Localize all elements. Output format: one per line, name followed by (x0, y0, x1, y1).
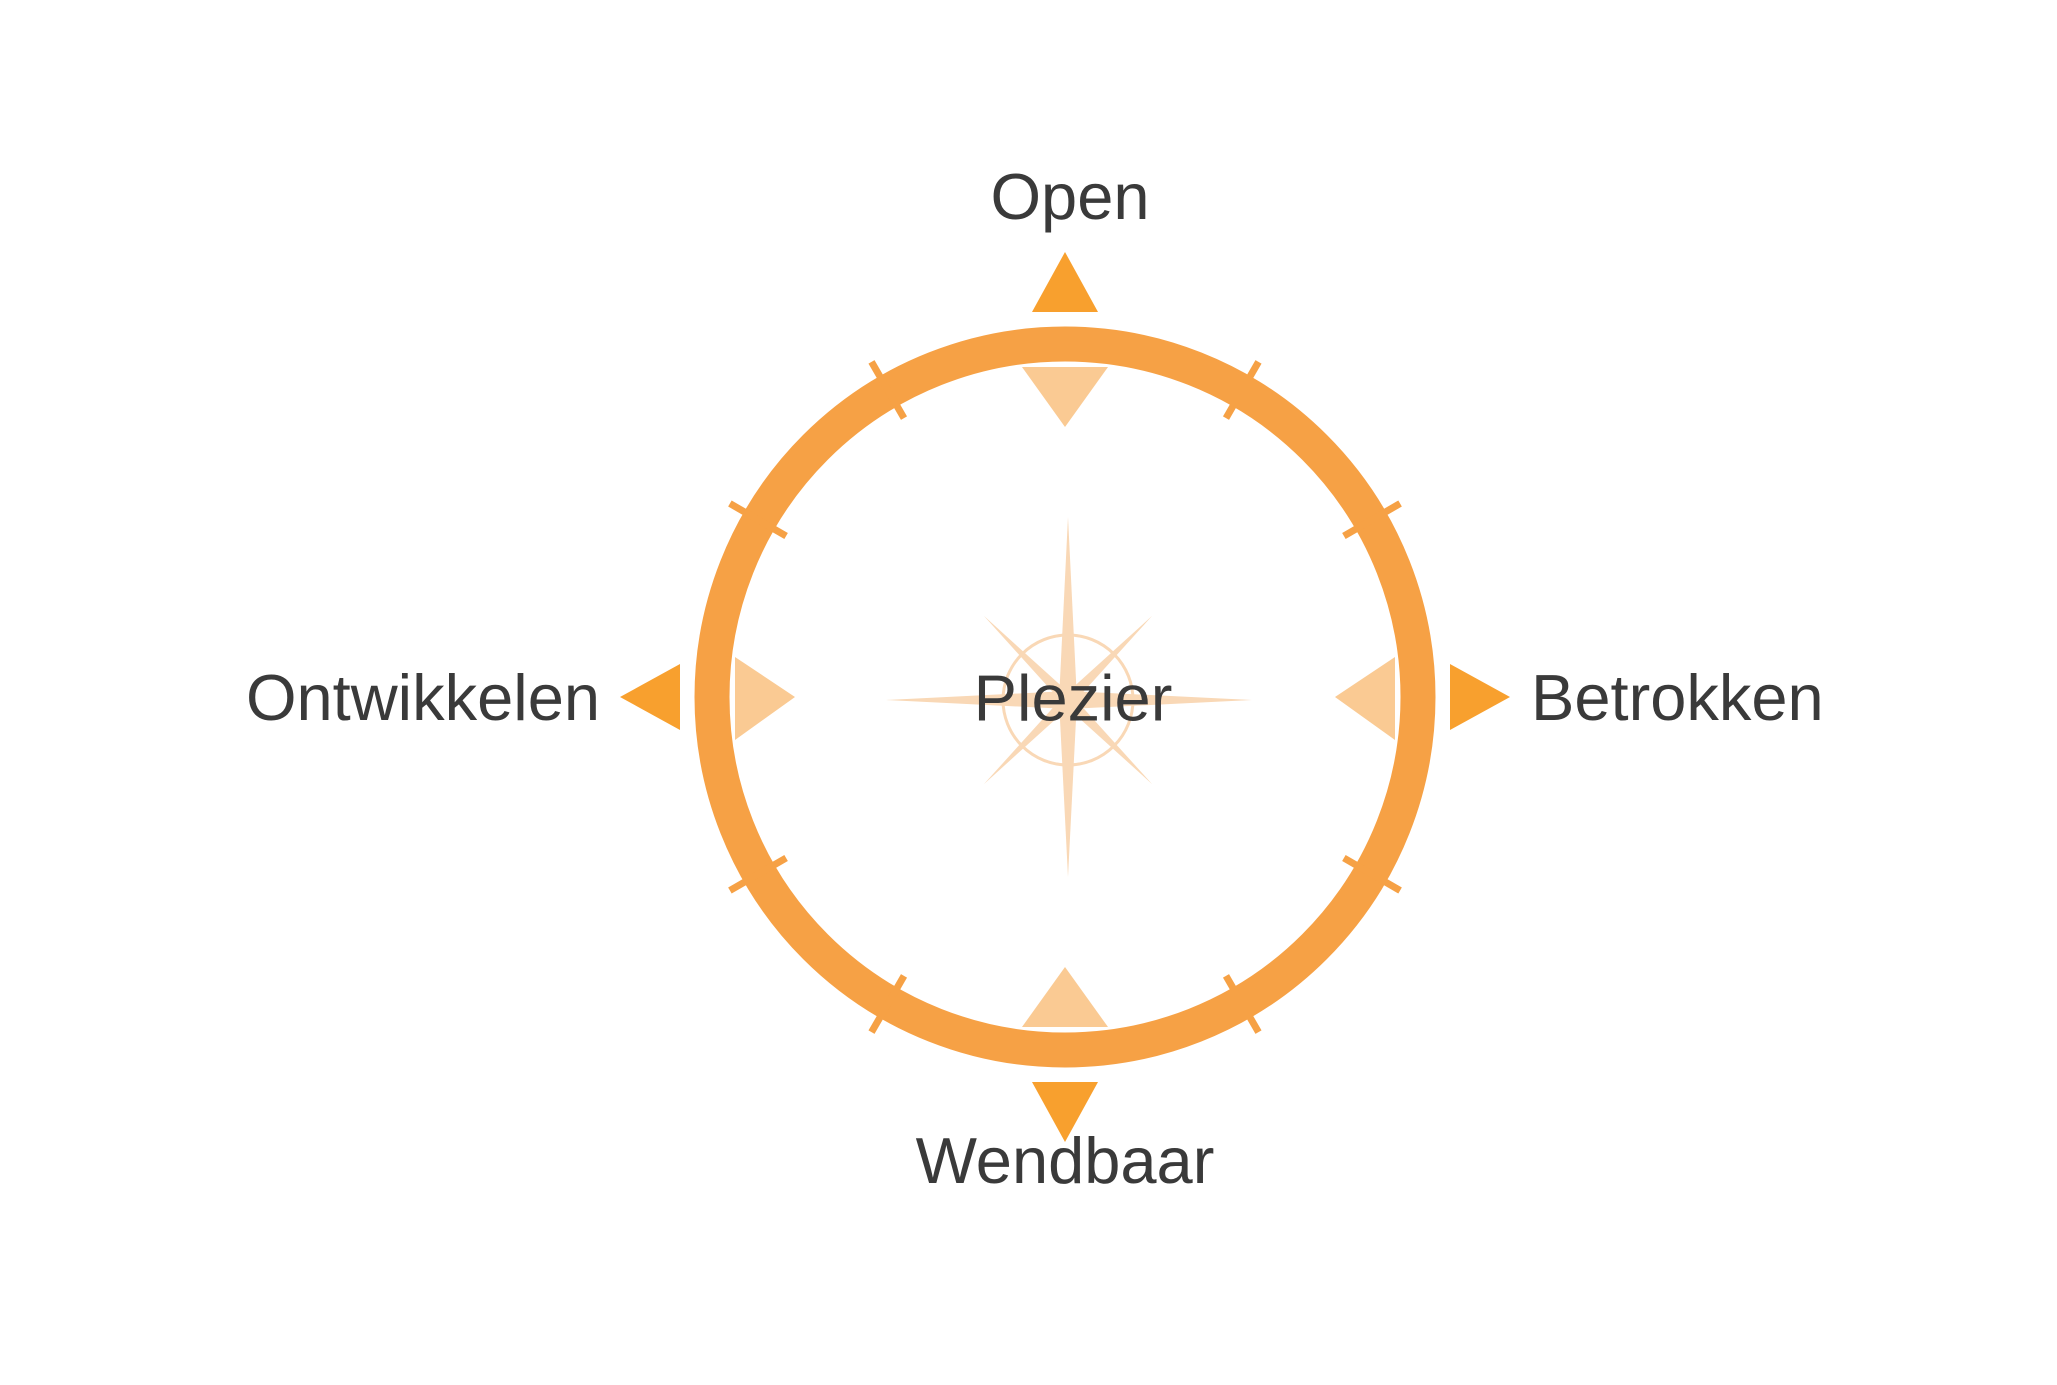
compass-rose-nw-se-spike (983, 615, 1153, 785)
label-center-plezier: Plezier (973, 661, 1173, 735)
east-inner-arrow-icon (1335, 657, 1395, 740)
west-outer-arrow-icon (620, 664, 680, 730)
tick-mark-150 (1222, 974, 1262, 1034)
tick-mark-210 (868, 974, 908, 1034)
label-north-open: Open (990, 160, 1150, 233)
south-inner-arrow-icon (1022, 967, 1108, 1027)
tick-mark-60 (1342, 500, 1402, 540)
west-inner-arrow-icon (735, 657, 795, 740)
tick-mark-30 (1222, 360, 1262, 420)
label-south-wendbaar: Wendbaar (915, 1124, 1215, 1197)
label-east-betrokken: Betrokken (1531, 661, 1824, 734)
compass-ring (694, 326, 1436, 1068)
label-west-ontwikkelen: Ontwikkelen (245, 661, 600, 734)
tick-mark-240 (728, 854, 788, 894)
inner-arrows (735, 367, 1395, 1027)
north-outer-arrow-icon (1032, 252, 1098, 312)
south-outer-arrow-icon (1032, 1082, 1098, 1142)
compass-tick-marks (728, 360, 1402, 1034)
compass-rose-icon (886, 517, 1252, 877)
tick-mark-330 (868, 360, 908, 420)
north-inner-arrow-icon (1022, 367, 1108, 427)
east-outer-arrow-icon (1450, 664, 1510, 730)
tick-mark-120 (1342, 854, 1402, 894)
outer-arrows (620, 252, 1510, 1142)
tick-mark-300 (728, 500, 788, 540)
